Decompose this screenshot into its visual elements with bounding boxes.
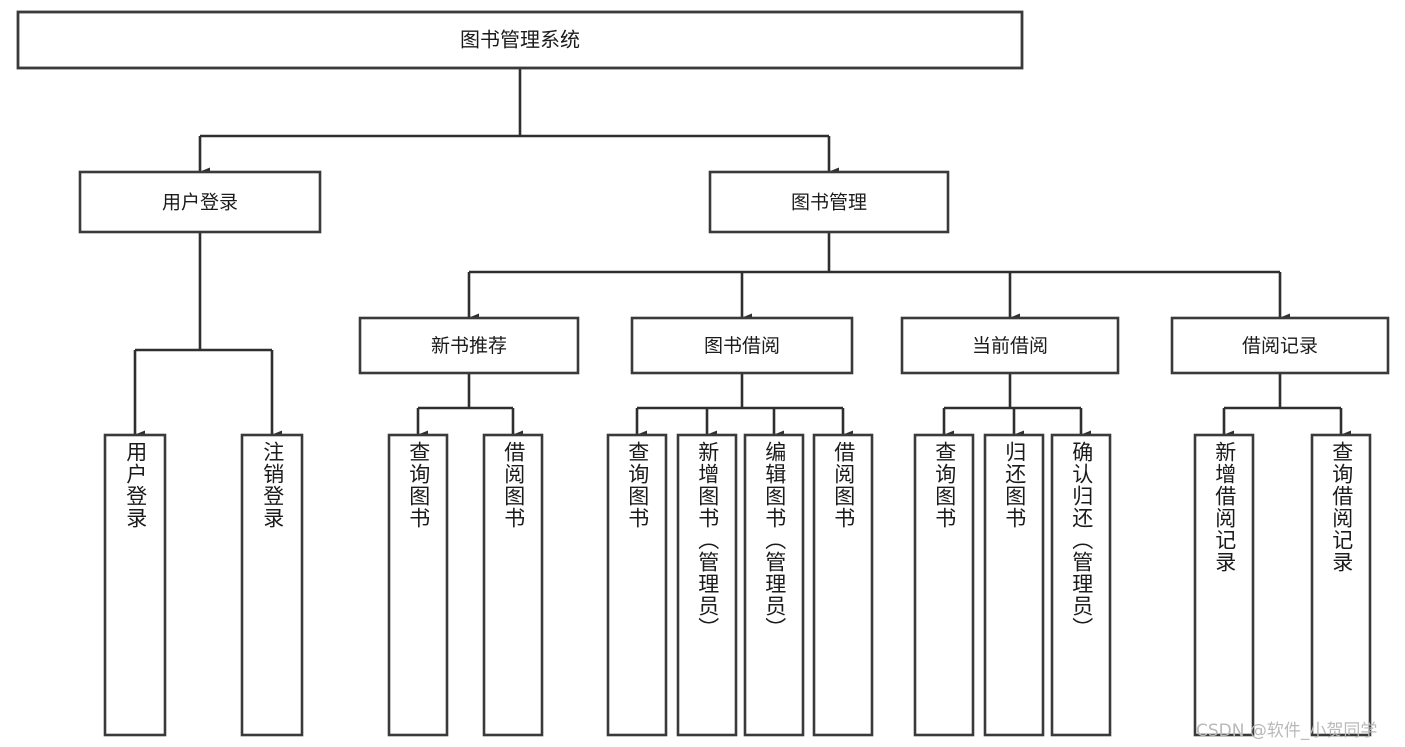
leaf-node-box bbox=[1050, 433, 1112, 737]
root-node-label: 图书管理系统 bbox=[460, 28, 580, 52]
root-node-box bbox=[16, 10, 1024, 70]
level3-node-label: 新书推荐 bbox=[431, 335, 507, 357]
level3-node-label: 图书借阅 bbox=[704, 335, 780, 357]
leaf-node-box bbox=[103, 433, 167, 737]
level2-node-box bbox=[78, 170, 322, 234]
level3-node-box bbox=[358, 316, 580, 375]
level3-node-label: 当前借阅 bbox=[972, 335, 1048, 357]
level2-node-box bbox=[708, 170, 950, 234]
level2-node-label: 图书管理 bbox=[791, 192, 867, 214]
level3-node-box bbox=[1170, 316, 1390, 375]
level2-node-label: 用户登录 bbox=[162, 192, 238, 214]
leaf-node-box bbox=[1310, 433, 1372, 737]
leaf-node-box bbox=[240, 433, 304, 737]
leaf-node-box bbox=[1193, 433, 1255, 737]
leaf-node-box bbox=[606, 433, 668, 737]
level3-node-box bbox=[630, 316, 854, 375]
level3-node-label: 借阅记录 bbox=[1242, 335, 1318, 357]
leaf-node-box bbox=[387, 433, 449, 737]
leaf-node-box bbox=[913, 433, 975, 737]
leaf-node-box bbox=[676, 433, 738, 737]
leaf-node-box bbox=[743, 433, 805, 737]
node-box-layer bbox=[16, 10, 1390, 737]
leaf-node-box bbox=[983, 433, 1045, 737]
leaf-node-box bbox=[482, 433, 544, 737]
connector-layer bbox=[133, 68, 1351, 440]
leaf-node-box bbox=[812, 433, 874, 737]
level3-node-box bbox=[900, 316, 1120, 375]
